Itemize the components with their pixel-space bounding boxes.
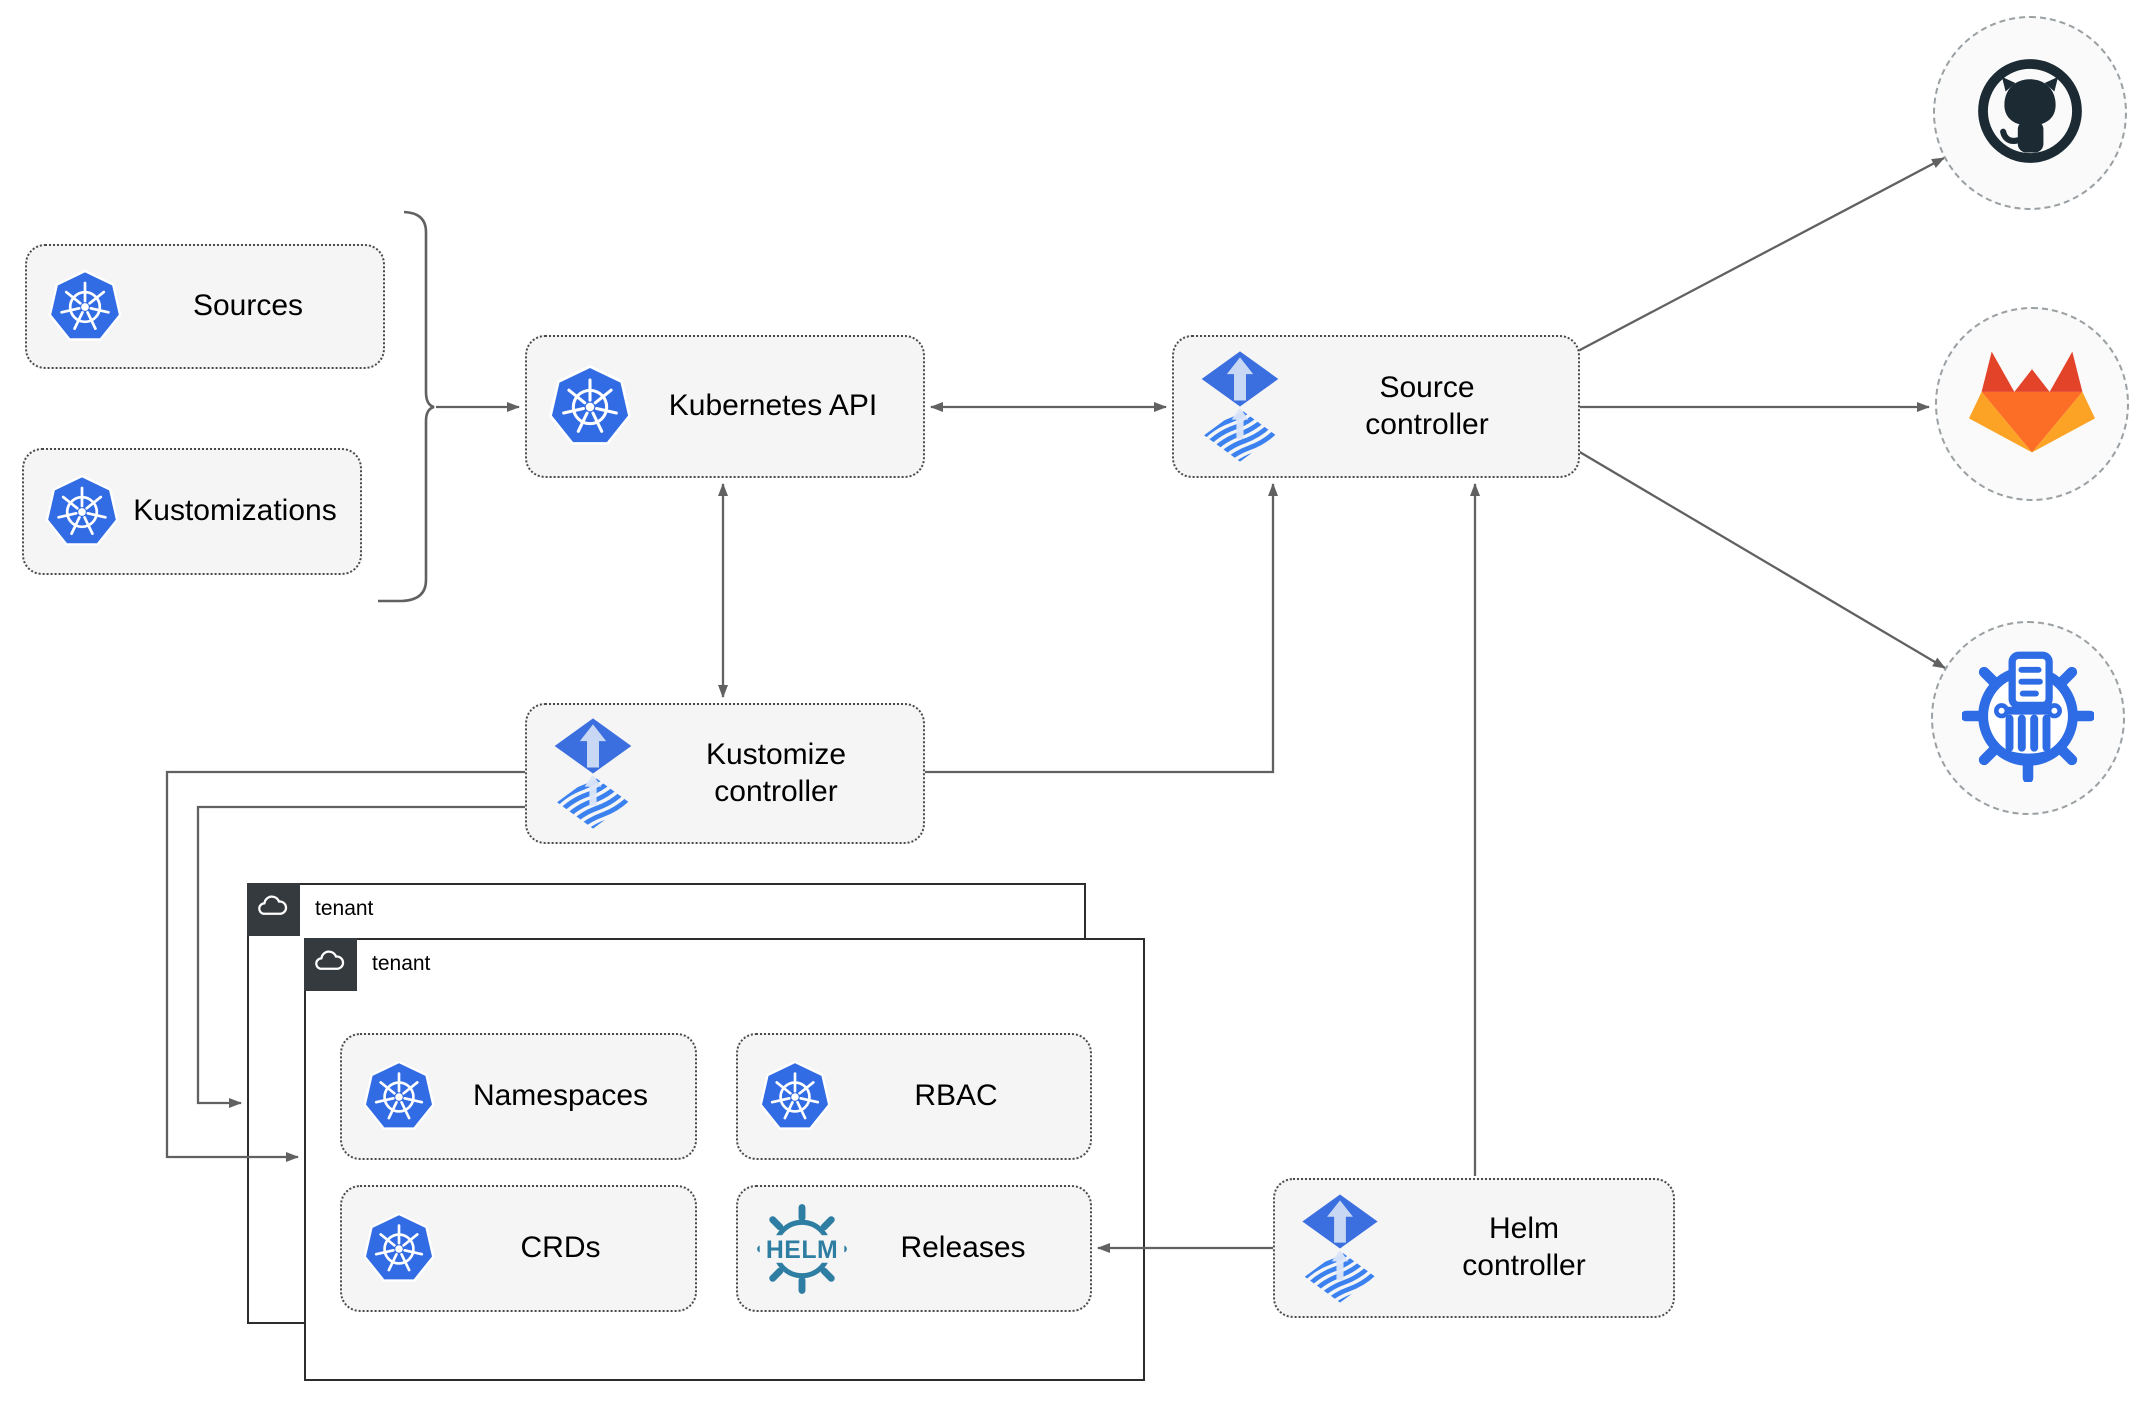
node-rbac: RBAC — [736, 1033, 1092, 1160]
bucket-icon — [1962, 650, 2094, 787]
node-kustomizations: Kustomizations — [22, 448, 362, 575]
kubernetes-icon — [42, 472, 122, 552]
node-kubernetes-api: Kubernetes API — [525, 335, 925, 478]
flux-icon — [1192, 349, 1288, 464]
node-label: Helm controller — [1462, 1212, 1586, 1282]
node-label: CRDs — [520, 1231, 601, 1265]
tenant-label: tenant — [315, 897, 374, 920]
helm-icon — [756, 1203, 848, 1295]
tenant-label: tenant — [372, 952, 431, 975]
node-label: Kustomize controller — [705, 737, 847, 808]
github-icon — [1969, 50, 2091, 177]
node-namespaces: Namespaces — [340, 1033, 697, 1160]
node-label: Namespaces — [472, 1079, 649, 1113]
node-label: Kustomizations — [133, 494, 337, 528]
tenant-badge — [303, 937, 357, 991]
external-github — [1933, 16, 2127, 210]
gitlab-icon — [1969, 339, 2095, 470]
flux-icon — [545, 716, 641, 831]
kubernetes-icon — [545, 362, 635, 452]
node-source-controller: Source controller — [1172, 335, 1580, 478]
node-label: Kubernetes API — [668, 389, 878, 423]
node-kustomize-controller: Kustomize controller — [525, 703, 925, 844]
tenant-badge — [246, 882, 300, 936]
external-gitlab — [1935, 307, 2129, 501]
kubernetes-icon — [756, 1058, 834, 1136]
node-sources: Sources — [25, 244, 385, 369]
node-releases: Releases — [736, 1185, 1092, 1312]
node-label: Source controller — [1365, 370, 1489, 441]
kubernetes-icon — [45, 267, 125, 347]
kubernetes-icon — [360, 1210, 438, 1288]
node-label: RBAC — [914, 1079, 998, 1113]
node-helm-controller: Helm controller — [1273, 1178, 1675, 1318]
node-label: Sources — [192, 289, 304, 323]
external-bucket — [1931, 621, 2125, 815]
node-label: Releases — [900, 1231, 1026, 1265]
flux-icon — [1293, 1192, 1387, 1305]
kubernetes-icon — [360, 1058, 438, 1136]
node-crds: CRDs — [340, 1185, 697, 1312]
